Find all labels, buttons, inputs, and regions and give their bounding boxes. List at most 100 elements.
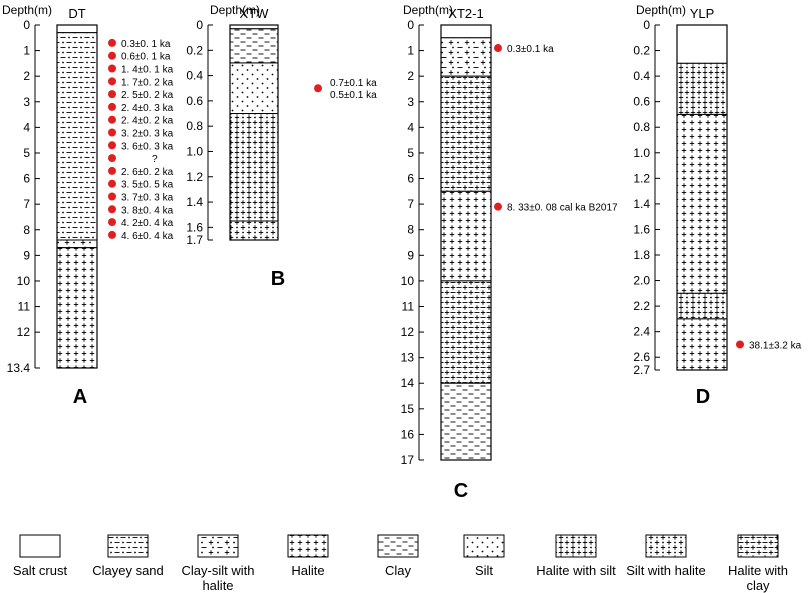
- depth-tick-label: 0.6: [633, 95, 650, 109]
- depth-tick-label: 1: [407, 44, 414, 58]
- legend-label-salt-crust: Salt crust: [12, 563, 68, 578]
- depth-tick-label: 1.6: [633, 222, 650, 236]
- depth-tick-label: 2.0: [633, 274, 650, 288]
- age-dot: [108, 102, 116, 111]
- unit-halite-with-silt: [229, 113, 279, 222]
- depth-tick-label: 0.6: [186, 94, 203, 108]
- legend-label-clay-silt-halite: Clay-silt with halite: [181, 563, 255, 593]
- depth-tick-label: 11: [18, 300, 31, 314]
- age-label-line: 0.5±0.1 ka: [330, 90, 377, 101]
- depth-tick-label: 0.2: [633, 44, 650, 58]
- legend-label-clayey-sand: Clayey sand: [92, 563, 164, 578]
- depth-tick-label: 0: [407, 18, 414, 32]
- depth-tick-label: 4: [23, 120, 30, 134]
- age-dot: [108, 154, 116, 163]
- age-label: 0.3±0.1 ka: [507, 44, 554, 55]
- age-dot: [108, 230, 116, 239]
- unit-halite: [676, 318, 728, 371]
- legend-swatch-silt-with-halite: [645, 534, 687, 558]
- age-dot: [108, 115, 116, 124]
- depth-tick-label: 1.2: [633, 171, 650, 185]
- depth-tick-label: 1.0: [186, 144, 203, 158]
- depth-tick-label: 12: [401, 325, 415, 339]
- age-label: 3. 5±0. 5 ka: [121, 180, 174, 191]
- depth-tick-label: 1.6: [186, 220, 203, 234]
- depth-tick-label: 8: [23, 223, 30, 237]
- panel-letter: B: [271, 268, 285, 290]
- depth-tick-label: 10: [401, 274, 415, 288]
- age-dot: [108, 38, 116, 47]
- depth-tick-label: 2.2: [633, 299, 650, 313]
- unit-clayey-sand: [56, 32, 98, 241]
- depth-tick-label: 6: [407, 172, 414, 186]
- depth-tick-label: 10: [17, 274, 31, 288]
- depth-tick-label: 0.8: [186, 119, 203, 133]
- age-label: 3. 6±0. 3 ka: [121, 141, 174, 152]
- legend-swatch-halite: [287, 534, 329, 558]
- depth-tick-label: 0.8: [633, 120, 650, 134]
- age-dot: [108, 166, 116, 175]
- column-C: Depth(m)XT2-1012345678910111213141516170…: [401, 3, 618, 502]
- unit-clay-silt-halite: [56, 239, 98, 249]
- age-dot: [108, 90, 116, 99]
- depth-tick-label: 0.4: [633, 69, 650, 83]
- age-label: 0.6±0. 1 ka: [121, 52, 171, 63]
- unit-salt-crust: [440, 24, 492, 39]
- legend-label-silt: Silt: [474, 563, 494, 578]
- age-label: 1. 4±0. 1 ka: [121, 65, 174, 76]
- age-label: 3. 8±0. 4 ka: [121, 205, 174, 216]
- legend-swatch-clay: [377, 534, 419, 558]
- unit-halite-with-clay: [440, 280, 492, 384]
- unit-salt-crust: [56, 24, 98, 34]
- age-label: 2. 5±0. 2 ka: [121, 90, 174, 101]
- depth-tick-label: 2.4: [633, 325, 650, 339]
- unit-silt: [229, 62, 279, 115]
- age-dot: [494, 44, 502, 53]
- depth-tick-label: 3: [407, 95, 414, 109]
- depth-tick-label: 3: [23, 95, 30, 109]
- age-dot: [108, 192, 116, 201]
- column-title: DT: [68, 6, 85, 21]
- age-dot: [108, 205, 116, 214]
- unit-silt-with-halite: [229, 220, 279, 241]
- column-outline: [676, 24, 728, 371]
- unit-halite: [676, 113, 728, 294]
- depth-tick-label: 0: [196, 18, 203, 32]
- depth-tick-label: 14: [401, 376, 415, 390]
- age-label: 8. 33±0. 08 cal ka B2017: [507, 203, 618, 214]
- age-dot: [108, 218, 116, 227]
- depth-tick-label: 1.0: [633, 146, 650, 160]
- age-label: 4. 2±0. 4 ka: [121, 218, 174, 229]
- unit-halite: [56, 247, 98, 369]
- age-dot: [108, 128, 116, 137]
- age-label: 2. 4±0. 3 ka: [121, 103, 174, 114]
- depth-axis-label: Depth(m): [403, 3, 453, 17]
- depth-tick-label: 1.7: [186, 233, 203, 247]
- depth-tick-label: 7: [407, 197, 414, 211]
- column-outline: [440, 24, 492, 461]
- age-dot: [108, 179, 116, 188]
- unit-halite: [440, 190, 492, 282]
- legend: [19, 534, 779, 558]
- depth-tick-label: 9: [407, 248, 414, 262]
- depth-tick-label: 1.8: [633, 248, 650, 262]
- column-B: Depth(m)XTW00.20.40.60.81.01.21.41.61.70…: [186, 3, 377, 290]
- age-dot: [108, 77, 116, 86]
- panel-letter: A: [73, 386, 87, 408]
- unit-clay-silt-halite: [440, 37, 492, 77]
- legend-label-halite: Halite: [291, 563, 325, 578]
- depth-tick-label: 13.4: [7, 361, 31, 375]
- depth-tick-label: 11: [402, 299, 415, 313]
- depth-tick-label: 6: [23, 172, 30, 186]
- age-label: 3. 7±0. 3 ka: [121, 193, 174, 204]
- depth-tick-label: 8: [407, 223, 414, 237]
- legend-label-silt-with-halite: Silt with halite: [626, 563, 706, 578]
- depth-axis-label: Depth(m): [636, 3, 686, 17]
- legend-label-clay: Clay: [384, 563, 411, 578]
- depth-tick-label: 15: [401, 402, 415, 416]
- unit-salt-crust: [676, 24, 728, 64]
- column-outline: [56, 24, 98, 369]
